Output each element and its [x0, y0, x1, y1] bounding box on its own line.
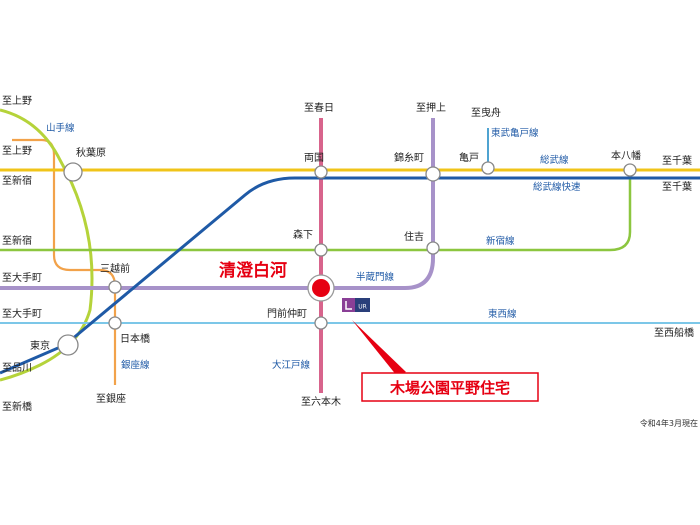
date-note: 令和4年3月現在 [640, 418, 698, 428]
station-sumiyoshi-label: 住吉 [404, 230, 424, 243]
to-otemachi-label-1: 至大手町 [2, 271, 42, 284]
oedo-line-label: 大江戸線 [272, 359, 311, 371]
station-kinshicho-label: 錦糸町 [394, 151, 424, 164]
tobu-kameido-line-label: 東武亀戸線 [491, 127, 539, 139]
to-kasuga-label: 至春日 [304, 102, 334, 114]
to-shinjuku-label-2: 至新宿 [2, 234, 32, 247]
station-monzennakacho-label: 門前仲町 [267, 307, 307, 320]
sobu-rapid-line-label: 総武線快速 [533, 181, 581, 193]
ginza-line-label: 銀座線 [121, 359, 150, 371]
station-nihombashi-marker [108, 316, 122, 330]
hanzomon-line-label: 半蔵門線 [356, 271, 395, 283]
station-akihabara-label: 秋葉原 [76, 146, 106, 159]
station-motoyawata-label: 本八幡 [611, 149, 641, 162]
station-kameido-label: 亀戸 [459, 151, 479, 164]
tozai-line-label: 東西線 [488, 308, 517, 320]
to-roppongi-label: 至六本木 [301, 395, 341, 408]
station-morishita-marker [314, 243, 328, 257]
station-markers [57, 161, 637, 356]
station-motoyawata-marker [623, 163, 637, 177]
station-akihabara-marker [63, 162, 83, 182]
sobu-line-label: 総武線 [540, 154, 569, 166]
to-otemachi-label-2: 至大手町 [2, 307, 42, 320]
to-chiba-label-1: 至千葉 [662, 154, 692, 167]
shinjuku-line [0, 170, 632, 252]
shinjuku-line-label: 新宿線 [486, 235, 515, 247]
to-hikifune-label: 至曳舟 [471, 106, 501, 119]
yamanote-line [0, 108, 94, 382]
station-mitsukoshimae-marker [108, 280, 122, 294]
station-ryogoku-marker [314, 165, 328, 179]
to-ueno-label-1: 至上野 [2, 95, 32, 107]
to-shinjuku-label-1: 至新宿 [2, 174, 32, 187]
property-pointer [352, 320, 406, 376]
station-mitsukoshimae-label: 三越前 [100, 262, 130, 275]
station-kinshicho-marker [425, 166, 441, 182]
station-nihombashi-label: 日本橋 [120, 332, 150, 345]
station-morishita-label: 森下 [293, 228, 313, 241]
to-ueno-label-2: 至上野 [2, 145, 32, 157]
property-box [361, 372, 539, 402]
property-name: 木場公園平野住宅 [389, 379, 510, 397]
station-ryogoku-label: 両国 [304, 152, 324, 164]
station-tokyo-label: 東京 [30, 339, 50, 352]
to-shimbashi-label: 至新橋 [2, 400, 32, 413]
station-kiyosumi-label: 清澄白河 [219, 260, 287, 281]
yamanote-line-label: 山手線 [46, 122, 75, 134]
to-nishifunabashi-label: 至西船橋 [654, 326, 694, 339]
station-tokyo-marker [57, 334, 79, 356]
to-shinagawa-label: 至品川 [2, 362, 32, 374]
sobu-rapid-line [0, 176, 700, 375]
ur-mark: UR [342, 298, 370, 312]
to-chiba-label-2: 至千葉 [662, 180, 692, 193]
station-kiyosumi-dot [312, 279, 330, 297]
to-oshiage-label: 至押上 [416, 101, 446, 114]
ur-mark-label: UR [358, 304, 367, 311]
to-ginza-label: 至銀座 [96, 392, 126, 405]
station-monzennakacho-marker [314, 316, 328, 330]
hanzomon-line [0, 118, 435, 290]
station-kameido-marker [481, 161, 495, 175]
station-sumiyoshi-marker [426, 241, 440, 255]
